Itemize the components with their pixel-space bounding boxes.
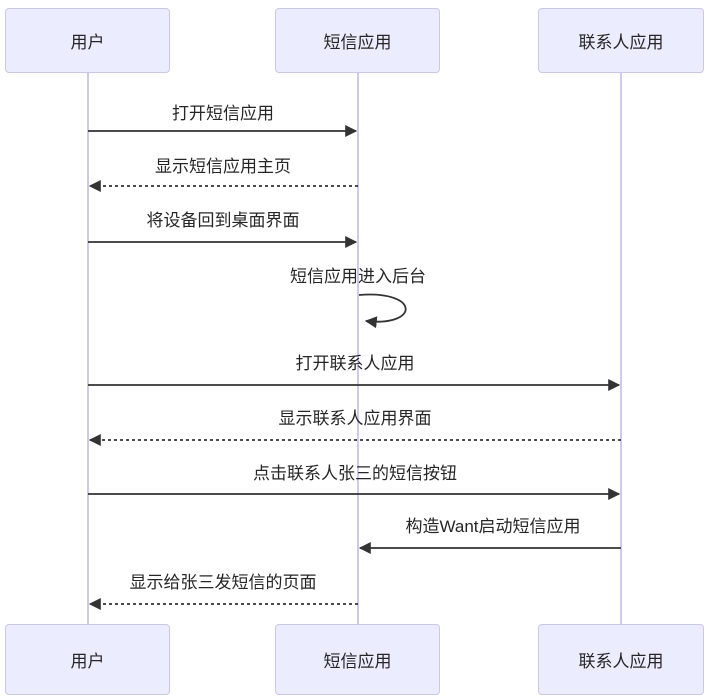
message-label-4: 短信应用进入后台	[290, 267, 426, 286]
actor-bottom-user: 用户	[5, 624, 170, 695]
message-label-7: 点击联系人张三的短信按钮	[253, 464, 457, 483]
actor-label: 短信应用	[323, 33, 392, 52]
message-label-1: 打开短信应用	[172, 104, 274, 123]
actor-label: 用户	[70, 652, 105, 671]
actor-top-user: 用户	[5, 8, 170, 73]
message-label-5: 打开联系人应用	[295, 354, 415, 373]
actor-top-contacts-app: 联系人应用	[538, 8, 704, 73]
actor-bottom-sms-app: 短信应用	[275, 624, 440, 695]
message-label-3: 将设备回到桌面界面	[146, 211, 300, 230]
message-label-2: 显示短信应用主页	[155, 157, 291, 176]
actor-top-sms-app: 短信应用	[275, 8, 440, 73]
message-label-6: 显示联系人应用界面	[278, 409, 432, 428]
actor-label: 短信应用	[323, 652, 392, 671]
actor-label: 联系人应用	[578, 652, 664, 671]
actor-bottom-contacts-app: 联系人应用	[538, 624, 704, 695]
message-label-9: 显示给张三发短信的页面	[129, 573, 317, 592]
message-label-8: 构造Want启动短信应用	[405, 517, 581, 536]
actor-label: 联系人应用	[578, 33, 664, 52]
self-loop-arrow	[358, 293, 407, 329]
actor-label: 用户	[70, 33, 105, 52]
